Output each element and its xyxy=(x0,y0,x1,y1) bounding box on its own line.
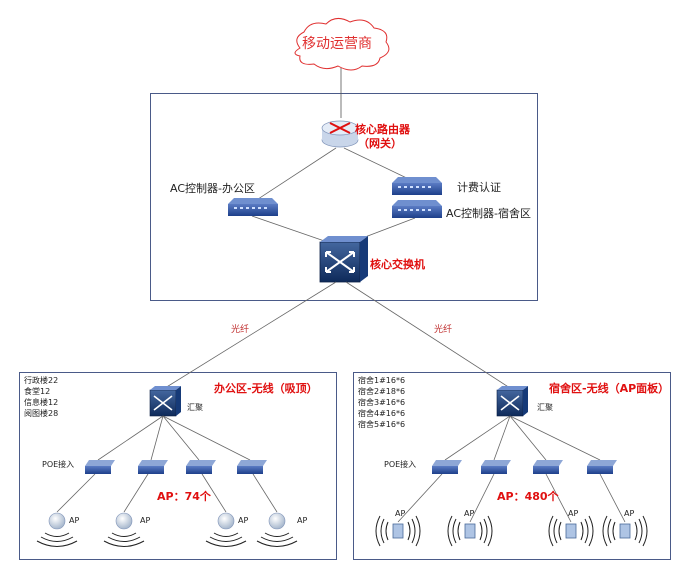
office-poe-switch-icon xyxy=(85,460,115,474)
dorm-ap-label: AP xyxy=(624,509,635,518)
fiber-link-dorm xyxy=(345,281,511,389)
office-note: 阅图楼28 xyxy=(24,409,59,418)
dorm-agg-label: 汇聚 xyxy=(537,403,553,412)
core-router-sublabel: （网关） xyxy=(358,137,402,150)
ceiling-ap-icon xyxy=(36,512,78,547)
office-ap-count: AP：74个 xyxy=(157,490,211,503)
dorm-ap-label: AP xyxy=(464,509,475,518)
dorm-aggregation-switch-icon xyxy=(496,386,528,417)
dorm-poe-switch-icon xyxy=(481,460,511,474)
office-poe-switch-icon xyxy=(237,460,267,474)
fiber-label-right: 光纤 xyxy=(434,325,453,335)
panel-ap-icon xyxy=(375,515,421,547)
office-ap-label: AP xyxy=(69,516,80,525)
dorm-note: 宿舍2#18*6 xyxy=(358,387,406,396)
office-note: 信息楼12 xyxy=(24,398,59,407)
dorm-note: 宿舍1#16*6 xyxy=(358,376,406,385)
core-switch-label: 核心交换机 xyxy=(370,258,425,271)
dorm-agg-links xyxy=(444,415,601,461)
link-router-ac-office xyxy=(251,147,337,204)
office-agg-links xyxy=(97,415,251,461)
core-router-label: 核心路由器 xyxy=(355,123,410,136)
ceiling-ap-icon xyxy=(205,512,247,547)
dorm-ap-label: AP xyxy=(568,509,579,518)
dorm-ap-count: AP：480个 xyxy=(497,490,559,503)
office-aggregation-switch-icon xyxy=(149,386,181,417)
office-poe-switch-icon xyxy=(138,460,168,474)
office-poe-label: POE接入 xyxy=(42,460,75,469)
office-poe-switch-icon xyxy=(186,460,216,474)
dorm-poe-links xyxy=(397,473,626,523)
dorm-ap-label: AP xyxy=(395,509,406,518)
router-icon xyxy=(321,120,359,148)
office-poe-links xyxy=(56,473,278,513)
dorm-note: 宿舍4#16*6 xyxy=(358,409,406,418)
ac-dorm-label: AC控制器-宿舍区 xyxy=(446,207,531,220)
office-note: 食堂12 xyxy=(24,387,51,396)
office-ap-label: AP xyxy=(238,516,249,525)
ac-controller-office-icon xyxy=(228,198,278,216)
fiber-label-left: 光纤 xyxy=(231,325,250,335)
fiber-link-office xyxy=(164,281,337,389)
ac-office-label: AC控制器-办公区 xyxy=(170,182,255,195)
core-switch-icon xyxy=(319,236,368,283)
dorm-poe-label: POE接入 xyxy=(384,460,417,469)
dorm-note: 宿舍5#16*6 xyxy=(358,420,406,429)
dorm-zone-title: 宿舍区-无线（AP面板） xyxy=(549,382,670,395)
dorm-poe-switch-icon xyxy=(533,460,563,474)
link-router-billing xyxy=(343,147,416,183)
panel-ap-icon xyxy=(548,515,594,547)
link-ac-office-switch xyxy=(251,215,337,246)
dorm-poe-switch-icon xyxy=(432,460,462,474)
ceiling-ap-icon xyxy=(256,512,298,547)
ceiling-ap-icon xyxy=(103,512,145,547)
ac-controller-dorm-icon xyxy=(392,200,442,218)
billing-server-icon xyxy=(392,177,442,195)
office-note: 行政楼22 xyxy=(24,376,59,385)
dorm-poe-switch-icon xyxy=(587,460,617,474)
cloud-icon xyxy=(294,18,390,71)
panel-ap-icon xyxy=(602,515,648,547)
office-ap-label: AP xyxy=(297,516,308,525)
billing-label: 计费认证 xyxy=(457,181,501,194)
panel-ap-icon xyxy=(447,515,493,547)
office-ap-label: AP xyxy=(140,516,151,525)
office-zone-title: 办公区-无线（吸顶） xyxy=(214,382,318,395)
cloud-label: 移动运营商 xyxy=(302,36,372,52)
dorm-note: 宿舍3#16*6 xyxy=(358,398,406,407)
office-agg-label: 汇聚 xyxy=(187,403,203,412)
